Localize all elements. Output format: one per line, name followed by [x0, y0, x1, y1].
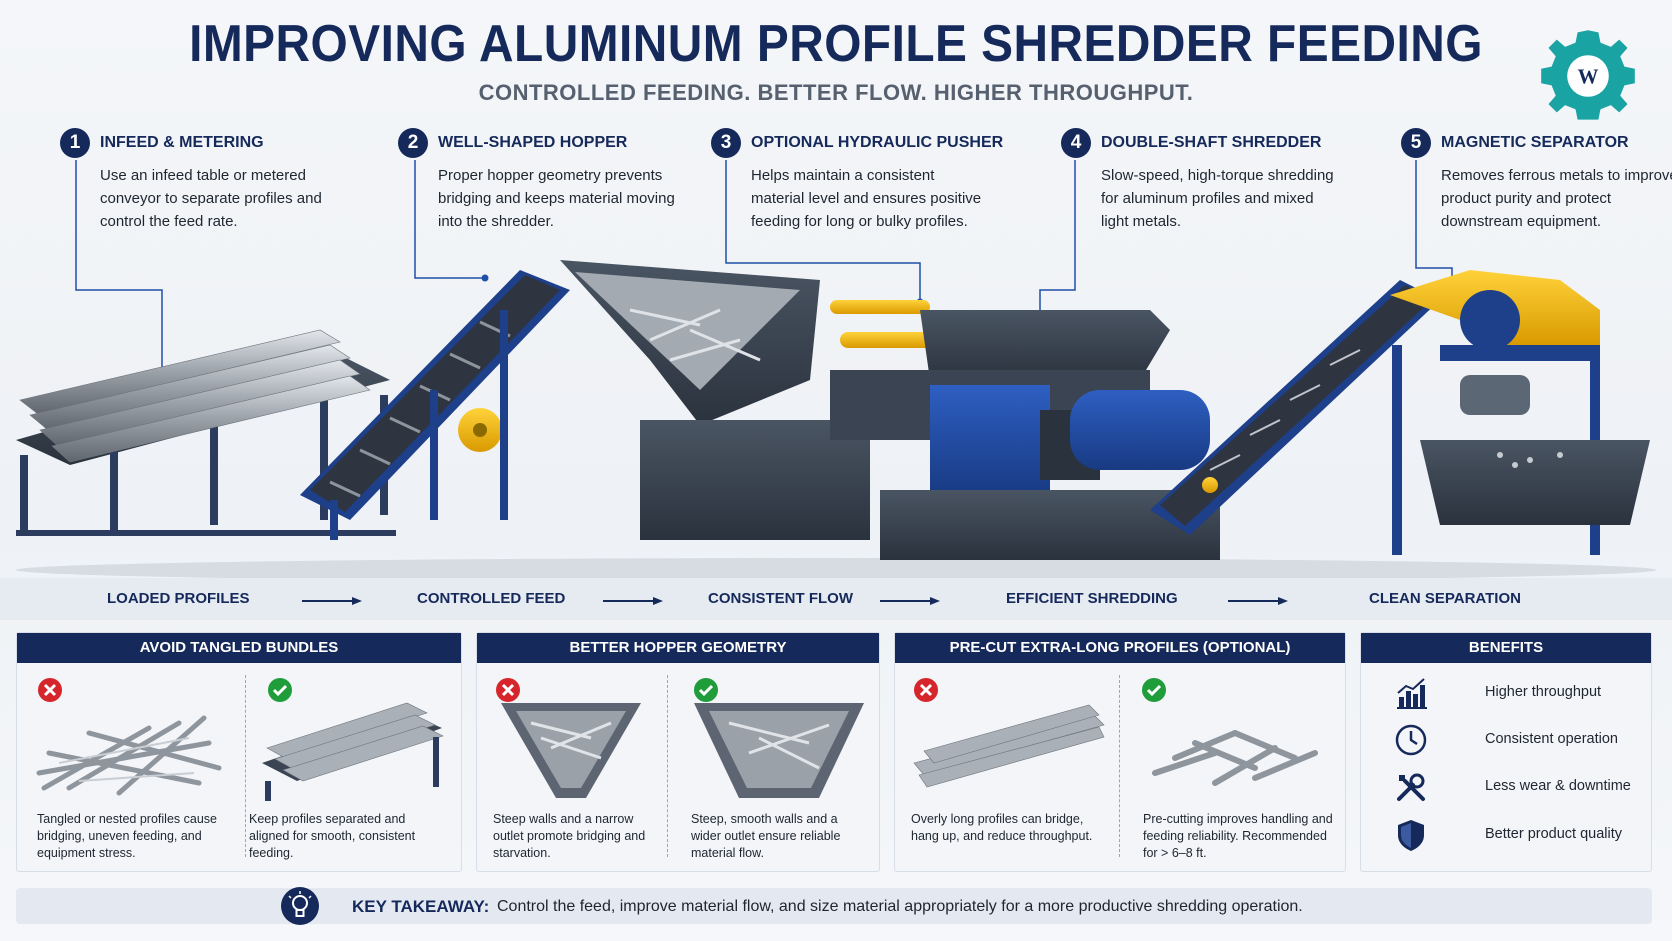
arrow-right-icon: [1228, 597, 1288, 605]
wide-hopper-image: [694, 703, 864, 798]
x-mark-icon: [496, 678, 520, 702]
long-profiles-image: [913, 704, 1105, 788]
panel-precut-profiles: PRE-CUT EXTRA-LONG PROFILES (OPTIONAL) O…: [894, 632, 1346, 872]
panel-title: PRE-CUT EXTRA-LONG PROFILES (OPTIONAL): [895, 633, 1345, 663]
step-title: INFEED & METERING: [100, 134, 264, 151]
good-caption: Steep, smooth walls and a wider outlet e…: [691, 812, 841, 860]
benefit-label: Better product quality: [1485, 826, 1623, 842]
panel-title: BENEFITS: [1361, 633, 1651, 663]
benefit-item: Consistent operation: [1393, 722, 1653, 758]
incline-conveyor: [300, 270, 570, 540]
tools-icon: [1397, 773, 1425, 801]
takeaway-label: KEY TAKEAWAY:: [352, 897, 490, 916]
discharge-conveyor: [1150, 280, 1440, 535]
flow-step: LOADED PROFILES: [107, 590, 250, 607]
x-mark-icon: [38, 678, 62, 702]
tangled-profiles-image: [36, 715, 222, 796]
takeaway-text: Control the feed, improve material flow,…: [497, 898, 1303, 915]
shield-icon: [1398, 820, 1424, 851]
process-flow-bar: LOADED PROFILES CONTROLLED FEED CONSISTE…: [0, 578, 1672, 620]
narrow-hopper-image: [501, 703, 641, 798]
double-shaft-shredder: [830, 310, 1220, 560]
bad-caption: Steep walls and a narrow outlet promote …: [493, 812, 646, 860]
svg-text:W: W: [1578, 65, 1599, 88]
bad-caption: Tangled or nested profiles cause bridgin…: [37, 812, 217, 860]
bar-chart-icon: [1397, 678, 1427, 709]
flow-step: EFFICIENT SHREDDING: [1006, 590, 1178, 607]
divider: [1119, 675, 1120, 857]
step-number: 1: [60, 128, 90, 158]
benefit-label: Higher throughput: [1485, 684, 1602, 700]
step-title: MAGNETIC SEPARATOR: [1441, 134, 1629, 151]
step-text: Removes ferrous metals to improve produc…: [1441, 167, 1672, 230]
step-number: 3: [711, 128, 741, 158]
step-text: Proper hopper geometry prevents bridging…: [438, 167, 675, 230]
clock-icon: [1395, 724, 1427, 756]
gear-logo-icon: W: [1541, 30, 1635, 120]
good-caption: Keep profiles separated and aligned for …: [249, 812, 416, 860]
step-number: 2: [398, 128, 428, 158]
panel-title: AVOID TANGLED BUNDLES: [17, 633, 461, 663]
check-mark-icon: [1142, 678, 1166, 702]
x-mark-icon: [914, 678, 938, 702]
panel-benefits: BENEFITS Higher throughput Consistent op…: [1360, 632, 1652, 872]
step-text: Slow-speed, high-torque shredding for al…: [1101, 167, 1334, 230]
step-number: 5: [1401, 128, 1431, 158]
divider: [667, 675, 668, 857]
flow-step: CONSISTENT FLOW: [708, 590, 853, 607]
step-title: DOUBLE-SHAFT SHREDDER: [1101, 134, 1322, 151]
step-number: 4: [1061, 128, 1091, 158]
divider: [245, 675, 246, 857]
benefit-item: Less wear & downtime: [1393, 769, 1653, 805]
magnetic-separator: [1390, 270, 1650, 555]
step-title: WELL-SHAPED HOPPER: [438, 134, 628, 151]
benefit-item: Higher throughput: [1393, 675, 1653, 711]
arrow-right-icon: [302, 597, 362, 605]
check-mark-icon: [268, 678, 292, 702]
lightbulb-icon: [281, 887, 319, 925]
key-takeaway-bar: KEY TAKEAWAY: Control the feed, improve …: [16, 887, 1652, 925]
step-title: OPTIONAL HYDRAULIC PUSHER: [751, 134, 1004, 151]
panel-hopper-geometry: BETTER HOPPER GEOMETRY Steep walls and a…: [476, 632, 880, 872]
machinery-illustration: [16, 260, 1656, 580]
step-text: Use an infeed table or metered conveyor …: [100, 167, 322, 230]
flow-step: CLEAN SEPARATION: [1369, 590, 1521, 607]
page-subtitle: CONTROLLED FEEDING. BETTER FLOW. HIGHER …: [478, 80, 1194, 105]
arrow-right-icon: [603, 597, 663, 605]
feed-hopper: [560, 260, 870, 540]
benefit-label: Consistent operation: [1485, 731, 1618, 747]
aligned-profiles-image: [262, 702, 444, 801]
step-text: Helps maintain a consistent material lev…: [751, 167, 982, 230]
bad-caption: Overly long profiles can bridge, hang up…: [911, 812, 1093, 843]
panel-title: BETTER HOPPER GEOMETRY: [477, 633, 879, 663]
check-mark-icon: [694, 678, 718, 702]
panel-tangled-bundles: AVOID TANGLED BUNDLES Tangled or nested …: [16, 632, 462, 872]
precut-pieces-image: [1152, 730, 1318, 786]
page-title: IMPROVING ALUMINUM PROFILE SHREDDER FEED…: [189, 15, 1483, 73]
arrow-right-icon: [880, 597, 940, 605]
benefit-label: Less wear & downtime: [1485, 778, 1631, 794]
flow-step: CONTROLLED FEED: [417, 590, 566, 607]
benefit-item: Better product quality: [1393, 817, 1653, 853]
good-caption: Pre-cutting improves handling and feedin…: [1143, 812, 1333, 860]
